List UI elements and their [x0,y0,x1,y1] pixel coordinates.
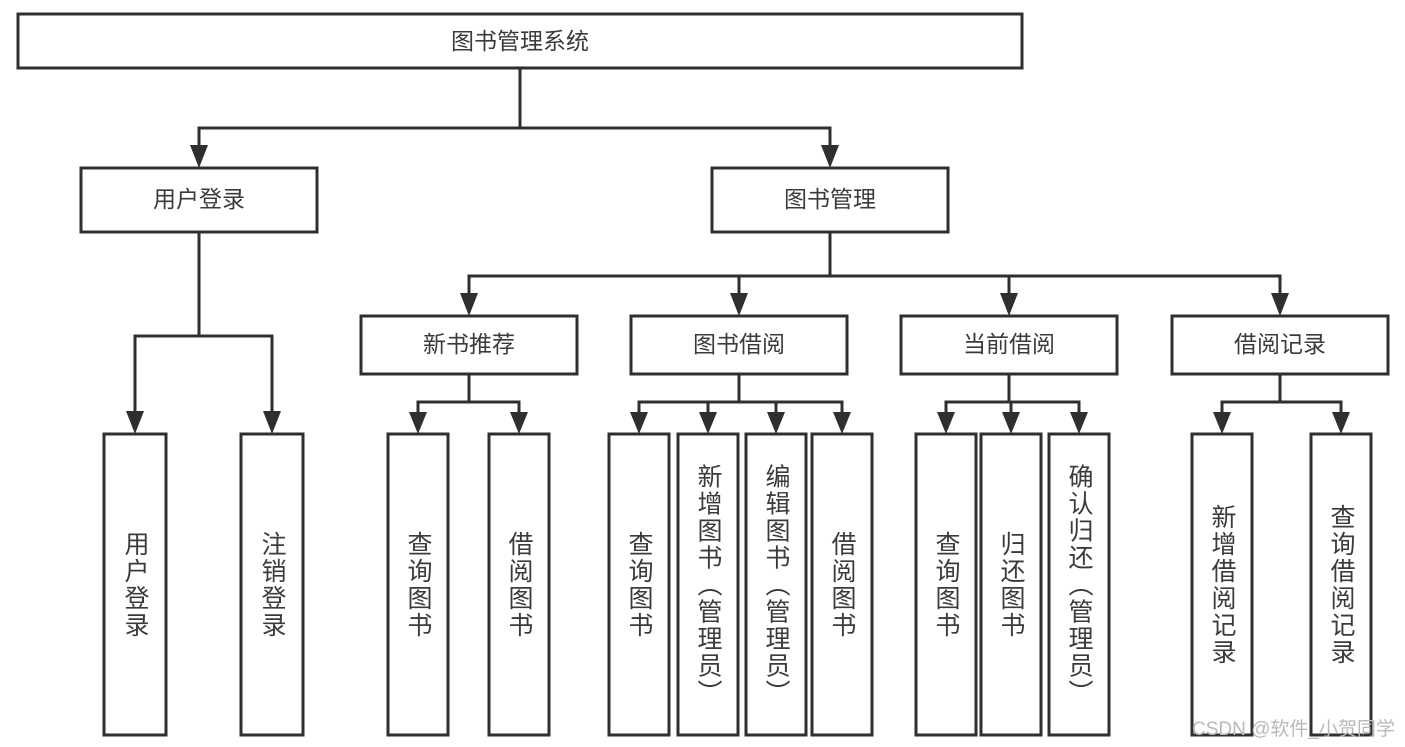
leaf-borrow-borrow-book-box[interactable] [810,432,874,737]
connector-newbook-to-leaves [409,372,528,434]
leaf-user-login-label: 用户登录 [121,531,150,639]
arrow-head-icon [767,412,785,434]
connector-bookmgmt-to-level3 [460,230,1289,316]
node-borrow-record-label: 借阅记录 [1234,331,1326,357]
node-book-borrow-box[interactable] [629,314,849,376]
leaf-recommend-query-book[interactable]: 查询图书 [386,432,450,737]
arrow-head-icon [937,412,955,434]
leaf-user-login[interactable]: 用户登录 [102,432,168,737]
arrow-head-icon [699,412,717,434]
connector-borrowrecord-to-leaves [1213,372,1350,434]
leaf-current-return-book-label: 归还图书 [997,531,1026,639]
arrow-head-icon [510,412,528,434]
leaf-borrow-query-book-label: 查询图书 [625,531,654,639]
arrow-head-icon [1271,293,1289,316]
node-user-login[interactable]: 用户登录 [79,166,319,234]
connector-bookborrow-to-leaves [630,372,851,434]
arrow-head-icon [263,411,281,434]
node-root-box[interactable] [16,12,1024,70]
node-root-label: 图书管理系统 [451,28,589,54]
leaf-recommend-borrow-book[interactable]: 借阅图书 [487,432,551,737]
leaf-current-return-book-box[interactable] [979,432,1043,737]
leaf-recommend-query-book-box[interactable] [386,432,450,737]
leaf-user-login-box[interactable] [102,432,168,737]
node-book-borrow[interactable]: 图书借阅 [629,314,849,376]
leaf-record-add-borrow-record-box[interactable] [1190,432,1254,737]
arrow-head-icon [1002,412,1020,434]
node-book-management[interactable]: 图书管理 [710,166,950,234]
leaf-borrow-edit-book-admin[interactable]: 编辑图书（管理员） [744,432,808,737]
arrow-head-icon [409,412,427,434]
leaf-borrow-borrow-book-label: 借阅图书 [828,531,857,639]
node-current-borrow[interactable]: 当前借阅 [899,314,1119,376]
leaf-borrow-add-book-admin-label: 新增图书（管理员） [694,464,723,707]
leaf-logout-box[interactable] [239,432,305,737]
connector-userlogin-to-leaves [126,230,281,434]
node-user-login-label: 用户登录 [153,186,245,212]
leaf-borrow-borrow-book[interactable]: 借阅图书 [810,432,874,737]
node-book-management-label: 图书管理 [784,186,876,212]
node-user-login-box[interactable] [79,166,319,234]
node-current-borrow-box[interactable] [899,314,1119,376]
leaf-recommend-borrow-book-label: 借阅图书 [505,531,534,639]
node-new-book-recommend-label: 新书推荐 [423,331,515,357]
leaf-current-confirm-return-admin[interactable]: 确认归还（管理员） [1047,432,1111,737]
leaf-recommend-query-book-label: 查询图书 [404,531,433,639]
leaf-logout[interactable]: 注销登录 [239,432,305,737]
node-book-borrow-label: 图书借阅 [693,331,785,357]
node-current-borrow-label: 当前借阅 [963,331,1055,357]
leaf-record-query-borrow-record-box[interactable] [1309,432,1373,737]
node-book-management-box[interactable] [710,166,950,234]
arrow-head-icon [1000,293,1018,316]
node-new-book-recommend-box[interactable] [359,314,579,376]
arrow-head-icon [1070,412,1088,434]
arrow-head-icon [730,293,748,316]
leaf-borrow-edit-book-admin-box[interactable] [744,432,808,737]
arrow-head-icon [190,145,208,168]
connector-root-to-level2 [190,66,839,168]
node-new-book-recommend[interactable]: 新书推荐 [359,314,579,376]
arrow-head-icon [833,412,851,434]
leaf-borrow-edit-book-admin-label: 编辑图书（管理员） [762,464,791,707]
leaf-record-add-borrow-record[interactable]: 新增借阅记录 [1190,432,1254,737]
leaf-current-query-book-label: 查询图书 [932,531,961,639]
leaf-current-query-book-box[interactable] [914,432,978,737]
leaf-current-return-book[interactable]: 归还图书 [979,432,1043,737]
leaf-current-query-book[interactable]: 查询图书 [914,432,978,737]
leaf-record-query-borrow-record[interactable]: 查询借阅记录 [1309,432,1373,737]
leaf-logout-label: 注销登录 [258,531,287,639]
arrow-head-icon [126,411,144,434]
node-borrow-record-box[interactable] [1170,314,1390,376]
arrow-head-icon [1213,412,1231,434]
leaf-current-confirm-return-admin-label: 确认归还（管理员） [1065,464,1094,707]
node-root-book-management-system[interactable]: 图书管理系统 [16,12,1024,70]
connector-currentborrow-to-leaves [937,372,1088,434]
leaf-current-confirm-return-admin-box[interactable] [1047,432,1111,737]
leaf-borrow-add-book-admin-box[interactable] [676,432,740,737]
leaf-borrow-query-book[interactable]: 查询图书 [607,432,671,737]
leaf-record-query-borrow-record-label: 查询借阅记录 [1327,504,1356,666]
arrow-head-icon [460,293,478,316]
arrow-head-icon [821,145,839,168]
leaf-borrow-query-book-box[interactable] [607,432,671,737]
arrow-head-icon [630,412,648,434]
leaf-recommend-borrow-book-box[interactable] [487,432,551,737]
leaf-record-add-borrow-record-label: 新增借阅记录 [1208,504,1237,666]
leaf-borrow-add-book-admin[interactable]: 新增图书（管理员） [676,432,740,737]
arrow-head-icon [1332,412,1350,434]
node-borrow-record[interactable]: 借阅记录 [1170,314,1390,376]
